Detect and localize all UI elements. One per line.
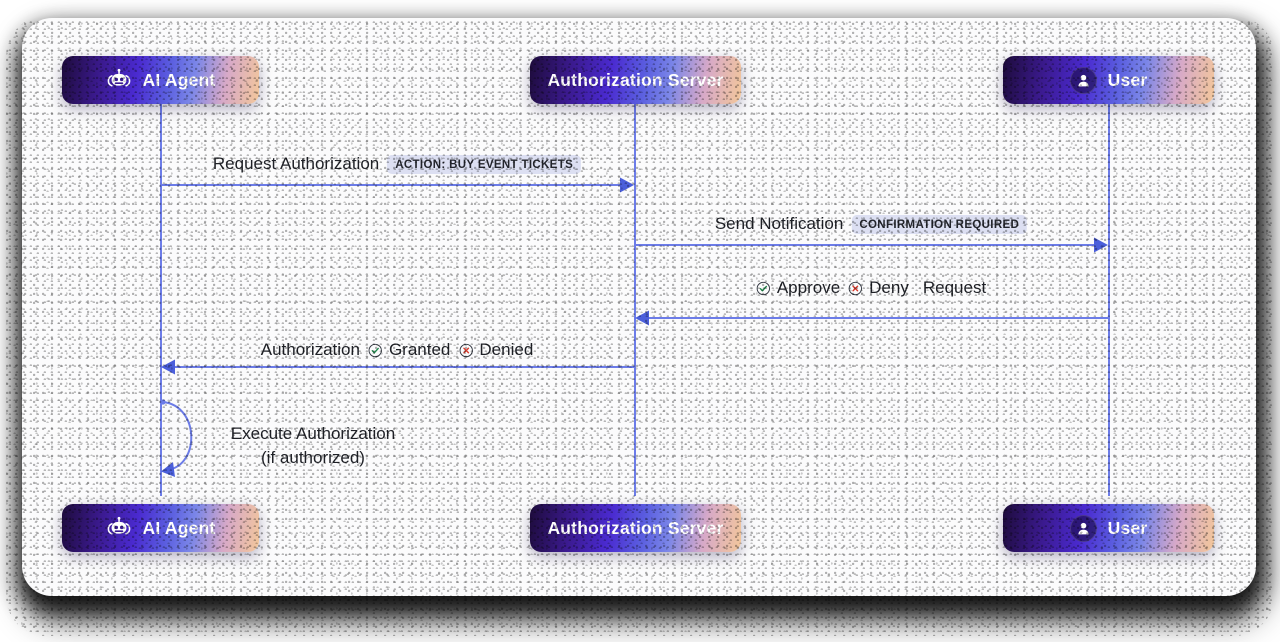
participant-auth-server-bottom[interactable]: Authorization Server bbox=[530, 504, 741, 552]
participant-label: Authorization Server bbox=[547, 69, 724, 90]
message-lead-text: Authorization bbox=[260, 340, 360, 359]
check-circle-icon bbox=[756, 281, 771, 296]
participant-label: User bbox=[1107, 69, 1148, 90]
arrow-send-notification bbox=[635, 237, 1108, 253]
participant-ai-agent-bottom[interactable]: AI Agent bbox=[62, 504, 259, 552]
message-trailing-text: Request bbox=[922, 278, 987, 297]
message-label-send-notification: Send Notification CONFIRMATION REQUIRED bbox=[714, 214, 1028, 234]
x-circle-icon bbox=[458, 343, 473, 358]
robot-icon bbox=[106, 515, 132, 541]
arrow-authorization-result bbox=[161, 359, 634, 375]
option-denied[interactable]: Denied bbox=[458, 340, 533, 360]
participant-user-top[interactable]: User bbox=[1003, 56, 1214, 104]
self-message-line-2: (if authorized) bbox=[261, 447, 365, 467]
option-label: Denied bbox=[479, 340, 534, 359]
option-granted[interactable]: Granted bbox=[368, 340, 450, 360]
participant-label: AI Agent bbox=[142, 69, 216, 90]
user-avatar-icon bbox=[1069, 514, 1097, 542]
message-label-execute-authorization: Execute Authorization (if authorized) bbox=[231, 423, 395, 469]
check-circle-icon bbox=[368, 343, 383, 358]
x-circle-icon bbox=[848, 281, 863, 296]
message-pill-confirmation: CONFIRMATION REQUIRED bbox=[851, 214, 1028, 234]
arrow-execute-authorization-self-loop bbox=[160, 399, 193, 477]
participant-ai-agent-top[interactable]: AI Agent bbox=[62, 56, 259, 104]
lifeline-ai-agent bbox=[160, 103, 162, 496]
robot-icon bbox=[106, 67, 132, 93]
self-message-line-1: Execute Authorization bbox=[230, 424, 396, 443]
participant-label: User bbox=[1107, 517, 1148, 538]
participant-auth-server-top[interactable]: Authorization Server bbox=[530, 56, 741, 104]
message-pill-action: ACTION: BUY EVENT TICKETS bbox=[387, 154, 582, 174]
option-approve[interactable]: Approve bbox=[756, 278, 840, 298]
message-text: Send Notification bbox=[714, 214, 844, 233]
participant-user-bottom[interactable]: User bbox=[1003, 504, 1214, 552]
option-deny[interactable]: Deny bbox=[848, 278, 909, 298]
user-avatar-icon bbox=[1069, 66, 1097, 94]
option-label: Granted bbox=[388, 340, 451, 359]
option-label: Approve bbox=[776, 278, 841, 297]
message-label-request-authorization: Request Authorization ACTION: BUY EVENT … bbox=[212, 154, 582, 174]
participant-label: Authorization Server bbox=[547, 517, 724, 538]
sequence-diagram-card: AI Agent Authorization Server User Reque… bbox=[22, 18, 1256, 596]
message-label-authorization-result: Authorization Granted Denied bbox=[261, 340, 534, 360]
message-label-approve-deny-request: Approve Deny Request bbox=[756, 278, 986, 298]
arrow-approve-deny-request bbox=[635, 310, 1108, 326]
lifeline-user bbox=[1108, 103, 1110, 496]
message-text: Request Authorization bbox=[212, 154, 380, 173]
lifeline-auth-server bbox=[634, 103, 636, 496]
arrow-request-authorization bbox=[161, 177, 634, 193]
participant-label: AI Agent bbox=[142, 517, 216, 538]
option-label: Deny bbox=[869, 278, 909, 297]
